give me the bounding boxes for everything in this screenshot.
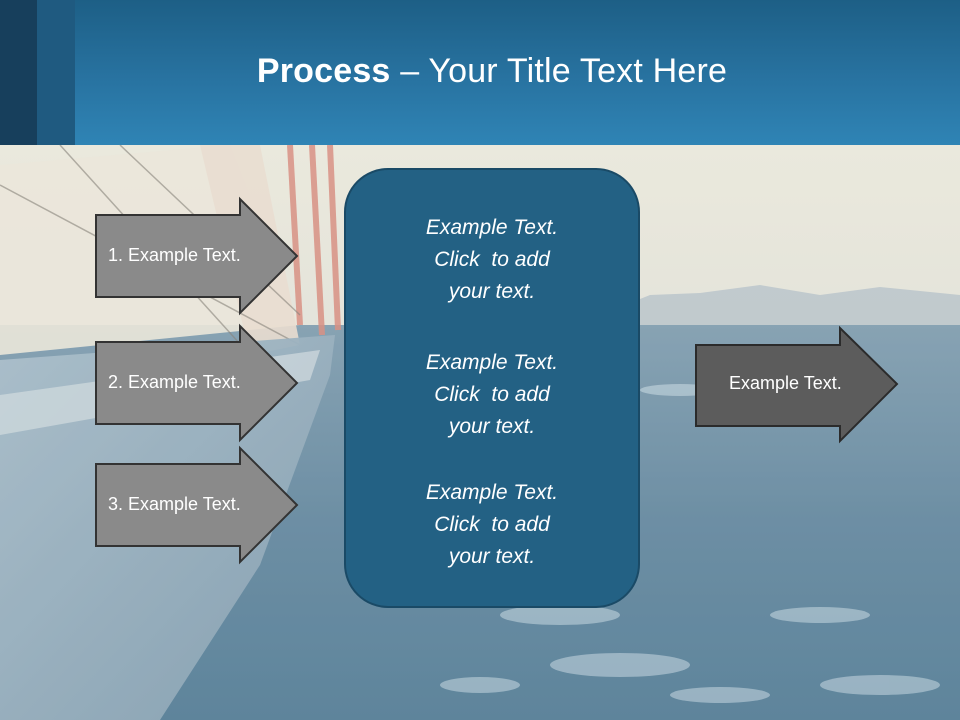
center-text-line: Example Text. [425,481,559,504]
header-accent-strip [0,0,37,145]
center-text-block[interactable]: Example Text. Click to add your text. [344,347,640,443]
title-rest: – Your Title Text Here [390,52,728,90]
center-box [344,168,640,608]
left-arrow-2 [95,323,299,443]
center-text-block[interactable]: Example Text. Click to add your text. [344,212,640,308]
center-text-line: Example Text. [425,351,559,374]
left-arrow-label[interactable]: 2. Example Text. [108,372,241,392]
header-band [0,0,960,145]
center-text-line: your text. [448,415,536,438]
header-accent-strip [37,0,75,145]
center-text-block[interactable]: Example Text. Click to add your text. [344,477,640,573]
center-text-line: Click to add [434,383,550,406]
center-text-line: your text. [448,280,536,303]
center-text-line: Click to add [434,513,550,536]
left-arrow-3 [95,445,299,565]
center-text-line: your text. [448,545,536,568]
left-arrow-label[interactable]: 3. Example Text. [108,494,241,514]
left-arrow-1 [95,196,299,316]
right-arrow [695,325,899,444]
right-arrow-label[interactable]: Example Text. [729,373,842,393]
left-arrow-label[interactable]: 1. Example Text. [108,245,241,265]
center-text-line: Example Text. [425,216,559,239]
center-text-line: Click to add [434,248,550,271]
slide-title[interactable]: Process – Your Title Text Here [0,52,960,91]
title-bold: Process [256,52,391,90]
